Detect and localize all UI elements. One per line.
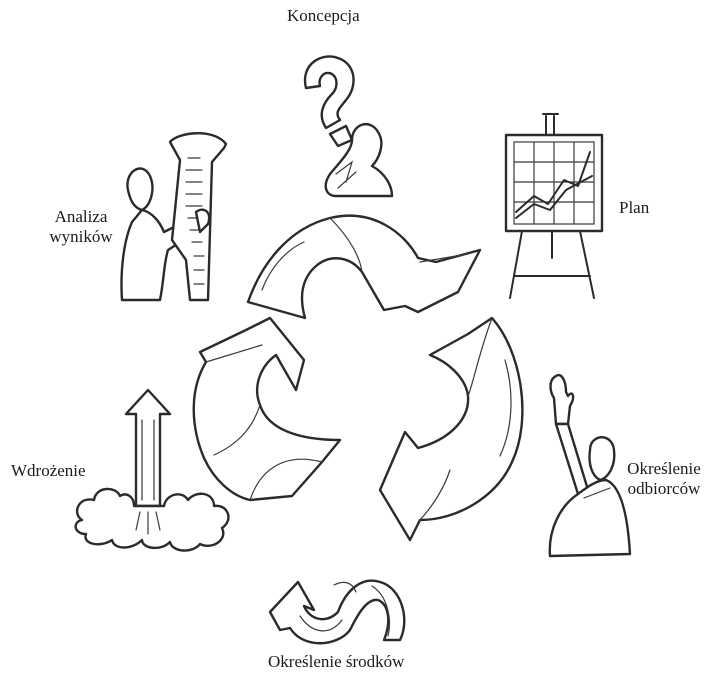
rocket-arrow-icon — [74, 388, 230, 552]
cycle-arrow-left — [192, 316, 342, 502]
stage-label-plan-text: Plan — [619, 198, 650, 217]
cycle-arrow-right — [378, 316, 524, 542]
person-reading-scroll-icon — [120, 132, 228, 302]
person-raising-hand-icon — [548, 373, 632, 558]
stage-label-srodkow: Określenie środków — [268, 652, 404, 672]
stage-label-analiza-line1: Analiza — [54, 207, 108, 226]
recycle-cycle-icon — [192, 214, 524, 542]
stage-label-odbiorcow: Określenie odbiorców — [621, 459, 707, 499]
stage-label-koncepcja: Koncepcja — [287, 6, 360, 26]
question-mark-thinker-icon — [303, 55, 394, 198]
stage-label-koncepcja-text: Koncepcja — [287, 6, 360, 25]
stage-label-odbiorcow-line1: Określenie — [627, 459, 701, 478]
stage-label-analiza: Analiza wyników — [40, 207, 122, 247]
stage-label-srodkow-text: Określenie środków — [268, 652, 405, 671]
stage-label-analiza-line2: wyników — [49, 227, 113, 246]
stage-label-plan: Plan — [619, 198, 649, 218]
cycle-arrow-top — [246, 214, 482, 320]
stage-label-wdrozenie-text: Wdrożenie — [11, 461, 86, 480]
easel-chart-icon — [504, 113, 604, 299]
stage-label-odbiorcow-line2: odbiorców — [627, 479, 701, 498]
twisting-arrow-icon — [268, 579, 406, 645]
stage-label-wdrozenie: Wdrożenie — [11, 461, 86, 481]
